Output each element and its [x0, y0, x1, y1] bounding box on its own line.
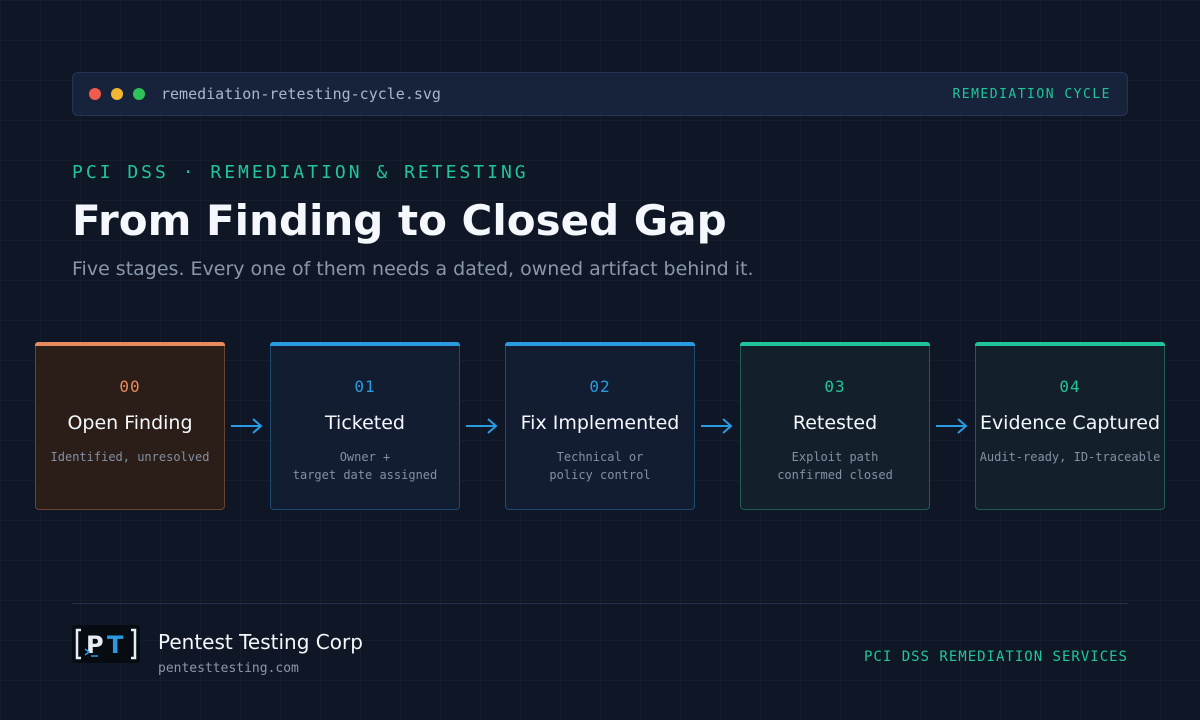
page-subtitle: Five stages. Every one of them needs a d… — [72, 258, 754, 280]
flow-arrow-icon — [936, 418, 968, 434]
stage-number: 02 — [589, 377, 611, 396]
stage-accent-bar — [270, 342, 460, 346]
stage-accent-bar — [740, 342, 930, 346]
company-name: Pentest Testing Corp — [158, 630, 363, 654]
company-logo: P T — [72, 625, 140, 663]
page-title: From Finding to Closed Gap — [72, 196, 727, 245]
stage-card-evidence-captured: 04 Evidence Captured Audit-ready, ID-tra… — [975, 342, 1165, 510]
stage-number: 00 — [119, 377, 141, 396]
stage-name: Fix Implemented — [520, 412, 680, 434]
stage-accent-bar — [975, 342, 1165, 346]
window-badge: REMEDIATION CYCLE — [952, 86, 1111, 102]
window-titlebar: remediation-retesting-cycle.svg REMEDIAT… — [72, 72, 1128, 116]
stage-name: Open Finding — [67, 412, 193, 434]
stage-name: Evidence Captured — [979, 412, 1161, 434]
stage-card-ticketed: 01 Ticketed Owner + target date assigned — [270, 342, 460, 510]
logo-letter-p: P — [86, 631, 104, 659]
stage-name: Retested — [792, 412, 878, 434]
window-filename: remediation-retesting-cycle.svg — [161, 85, 441, 103]
stage-card-fix-implemented: 02 Fix Implemented Technical or policy c… — [505, 342, 695, 510]
footer-divider — [72, 603, 1128, 604]
eyebrow-label: PCI DSS · REMEDIATION & RETESTING — [72, 162, 529, 183]
stage-description: Exploit path confirmed closed — [777, 450, 893, 482]
stage-number: 03 — [824, 377, 846, 396]
maximize-window-dot[interactable] — [133, 88, 145, 100]
stage-card-retested: 03 Retested Exploit path confirmed close… — [740, 342, 930, 510]
minimize-window-dot[interactable] — [111, 88, 123, 100]
stage-accent-bar — [505, 342, 695, 346]
stage-number: 04 — [1059, 377, 1081, 396]
logo-letter-t: T — [107, 631, 124, 659]
stage-name: Ticketed — [325, 412, 405, 434]
stage-description: Audit-ready, ID-traceable — [979, 450, 1161, 464]
flow-arrow-icon — [466, 418, 498, 434]
pt-logo-icon: P T — [75, 628, 137, 660]
stage-description: Identified, unresolved — [50, 450, 210, 464]
flow-arrow-icon — [231, 418, 263, 434]
stage-description: Technical or policy control — [549, 450, 651, 482]
flow-arrow-icon — [701, 418, 733, 434]
services-label: PCI DSS REMEDIATION SERVICES — [863, 649, 1128, 665]
company-domain[interactable]: pentesttesting.com — [158, 661, 299, 676]
stage-card-open-finding: 00 Open Finding Identified, unresolved — [35, 342, 225, 510]
stage-number: 01 — [354, 377, 376, 396]
close-window-dot[interactable] — [89, 88, 101, 100]
stage-accent-bar — [35, 342, 225, 346]
stage-description: Owner + target date assigned — [292, 450, 438, 482]
